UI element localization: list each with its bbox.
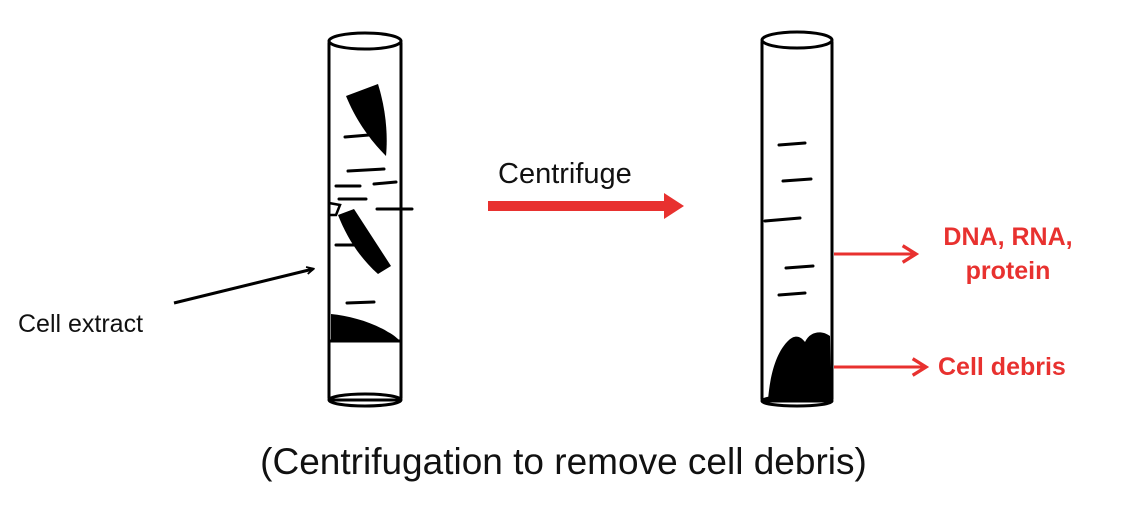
tube-before-pellet — [331, 314, 400, 341]
tube-after-streaks — [763, 141, 815, 297]
tube-after — [760, 30, 834, 408]
tube-before-base — [327, 392, 403, 408]
tube-before — [327, 31, 414, 408]
dna-rna-protein-label: DNA, RNA, protein — [943, 223, 1073, 285]
debris-fragment-middle — [338, 209, 391, 274]
tube-before-streaks — [334, 133, 414, 305]
cell-extract-label: Cell extract — [18, 310, 144, 338]
cell-debris-label: Cell debris — [938, 353, 1066, 381]
centrifuge-arrow — [488, 193, 684, 219]
centrifuge-label: Centrifuge — [498, 158, 632, 190]
debris-fragment-upper — [346, 84, 387, 156]
tube-after-base — [760, 394, 834, 408]
tube-after-rim — [760, 30, 834, 50]
tube-before-rim — [327, 31, 403, 51]
diagram-caption: (Centrifugation to remove cell debris) — [260, 441, 867, 482]
tube-before-scratch — [328, 201, 342, 217]
tube-after-pellet — [768, 332, 831, 400]
cell-extract-arrow — [173, 269, 313, 305]
